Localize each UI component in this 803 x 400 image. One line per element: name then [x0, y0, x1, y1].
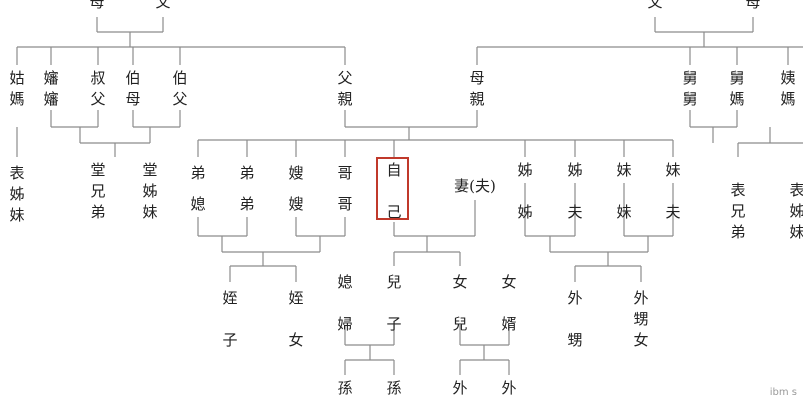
node-uncle-maternal-wife: 舅 舅 — [682, 69, 698, 108]
node-cousin-tang-sister: 堂 姊 妹 — [142, 161, 158, 221]
self-highlight-box — [376, 157, 409, 220]
node-uncle-elder: 伯 父 — [172, 69, 188, 108]
node-younger-sister-husband: 妹 夫 — [665, 161, 681, 221]
node-gp-mother-L: 母 — [89, 0, 105, 11]
node-grandchild-outer-A: 外 — [452, 379, 468, 397]
node-son: 兒 子 — [386, 273, 402, 333]
node-younger-brother-B: 弟 — [239, 164, 255, 182]
node-sister-in-law-A2: 嫂 — [288, 195, 304, 213]
node-elder-brother-A2: 哥 — [337, 195, 353, 213]
watermark: ibm s — [769, 387, 797, 398]
node-nephew: 姪 子 — [222, 289, 238, 349]
node-younger-sister-A: 妹 妹 — [616, 161, 632, 221]
node-spouse: 妻(夫) — [454, 177, 496, 195]
node-aunt-paternal: 姑 媽 — [9, 69, 25, 108]
node-uncle-maternal: 舅 媽 — [729, 69, 745, 108]
node-cousin-biao-L: 表 姊 妹 — [9, 164, 25, 224]
node-aunt-elder-wife: 伯 母 — [125, 69, 141, 108]
node-grandchild-outer-B: 外 — [501, 379, 517, 397]
node-self: 自 己 — [386, 161, 402, 221]
node-nephew-sister-side: 外 甥 — [567, 289, 583, 349]
node-daughter-in-law: 媳 婦 — [337, 273, 353, 333]
node-aunt-maternal: 姨 媽 — [780, 69, 796, 108]
node-grandson-A: 孫 — [337, 379, 353, 397]
node-younger-brother-B2: 弟 — [239, 195, 255, 213]
node-niece: 姪 女 — [288, 289, 304, 349]
node-younger-brother-wife: 媳 — [190, 195, 206, 213]
node-gp-mother-R: 母 — [745, 0, 761, 11]
node-aunt-in-law-paternal: 嬸 嬸 — [43, 69, 59, 108]
node-grandson-B: 孫 — [386, 379, 402, 397]
node-niece-sister-side: 外 甥 女 — [633, 289, 649, 349]
node-younger-brother-A: 弟 — [190, 164, 206, 182]
node-son-in-law: 女 婿 — [501, 273, 517, 333]
node-gp-father-R: 父 — [647, 0, 663, 11]
node-cousin-biao-brother-R: 表 兄 弟 — [730, 181, 746, 241]
node-cousin-biao-sister-R: 表 姊 妹 — [789, 181, 803, 241]
node-elder-sister-husband: 姊 夫 — [567, 161, 583, 221]
node-elder-brother-A: 哥 — [337, 164, 353, 182]
node-uncle-younger: 叔 父 — [90, 69, 106, 108]
node-elder-sister-A: 姊 姊 — [517, 161, 533, 221]
node-sister-in-law-A: 嫂 — [288, 164, 304, 182]
node-father: 父 親 — [337, 69, 353, 108]
node-mother: 母 親 — [469, 69, 485, 108]
node-cousin-tang-brother: 堂 兄 弟 — [90, 161, 106, 221]
node-daughter: 女 兒 — [452, 273, 468, 333]
node-gp-father-L: 父 — [155, 0, 171, 11]
